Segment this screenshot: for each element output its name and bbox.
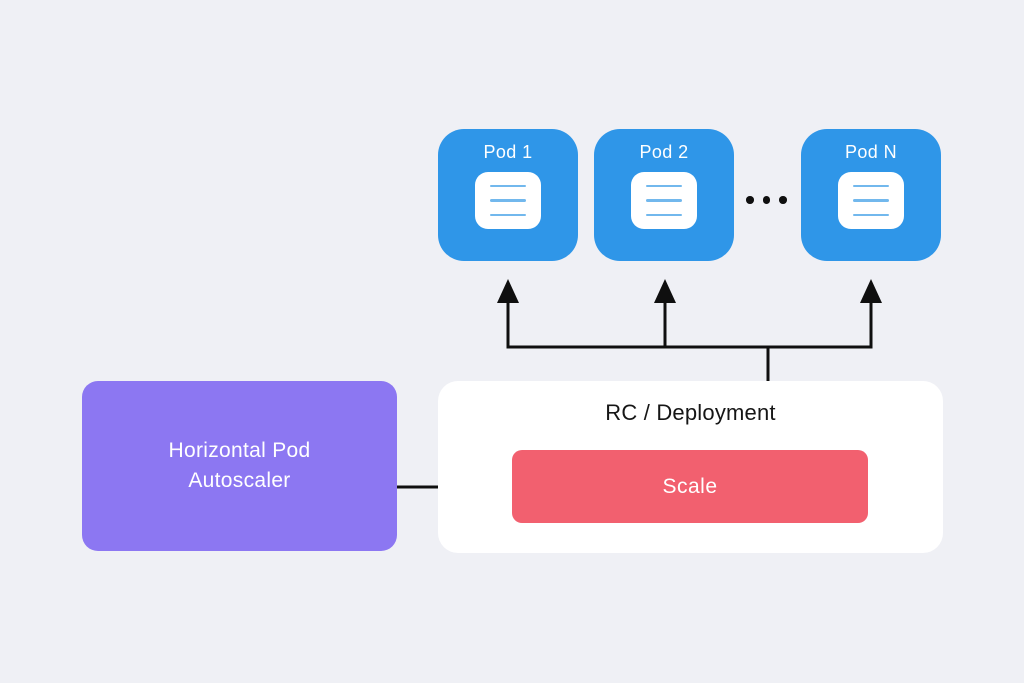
ellipsis-dot (762, 196, 770, 204)
icon-line (490, 213, 526, 217)
document-icon (838, 172, 904, 229)
arrowhead-pod-n (860, 279, 882, 303)
pod-1-node: Pod 1 (438, 129, 578, 261)
arrowhead-pod-2 (654, 279, 676, 303)
rc-deployment-title: RC / Deployment (605, 400, 776, 425)
icon-line (853, 213, 889, 217)
autoscaler-label: Horizontal Pod Autoscaler (168, 438, 311, 492)
pod-1-label: Pod 1 (483, 142, 533, 162)
horizontal-pod-autoscaler-node: Horizontal Pod Autoscaler (82, 381, 397, 551)
connector-rail (506, 301, 873, 349)
scale-block: Scale (512, 450, 868, 523)
pod-n-label: Pod N (844, 142, 898, 162)
icon-line (646, 213, 682, 217)
icon-line (646, 199, 682, 202)
document-icon (631, 172, 697, 229)
pod-2-node: Pod 2 (594, 129, 734, 261)
icon-line (853, 184, 889, 188)
icon-line (490, 184, 526, 188)
document-icon (475, 172, 541, 229)
ellipsis-dot (746, 196, 754, 204)
pod-2-label: Pod 2 (639, 142, 689, 162)
icon-line (853, 199, 889, 202)
pod-n-node: Pod N (801, 129, 941, 261)
arrowhead-pod-1 (497, 279, 519, 303)
icon-line (490, 199, 526, 202)
icon-line (646, 184, 682, 188)
rc-deployment-node: RC / Deployment Scale (438, 381, 943, 553)
horizontal-ellipsis-icon (746, 196, 787, 204)
ellipsis-dot (779, 196, 787, 204)
